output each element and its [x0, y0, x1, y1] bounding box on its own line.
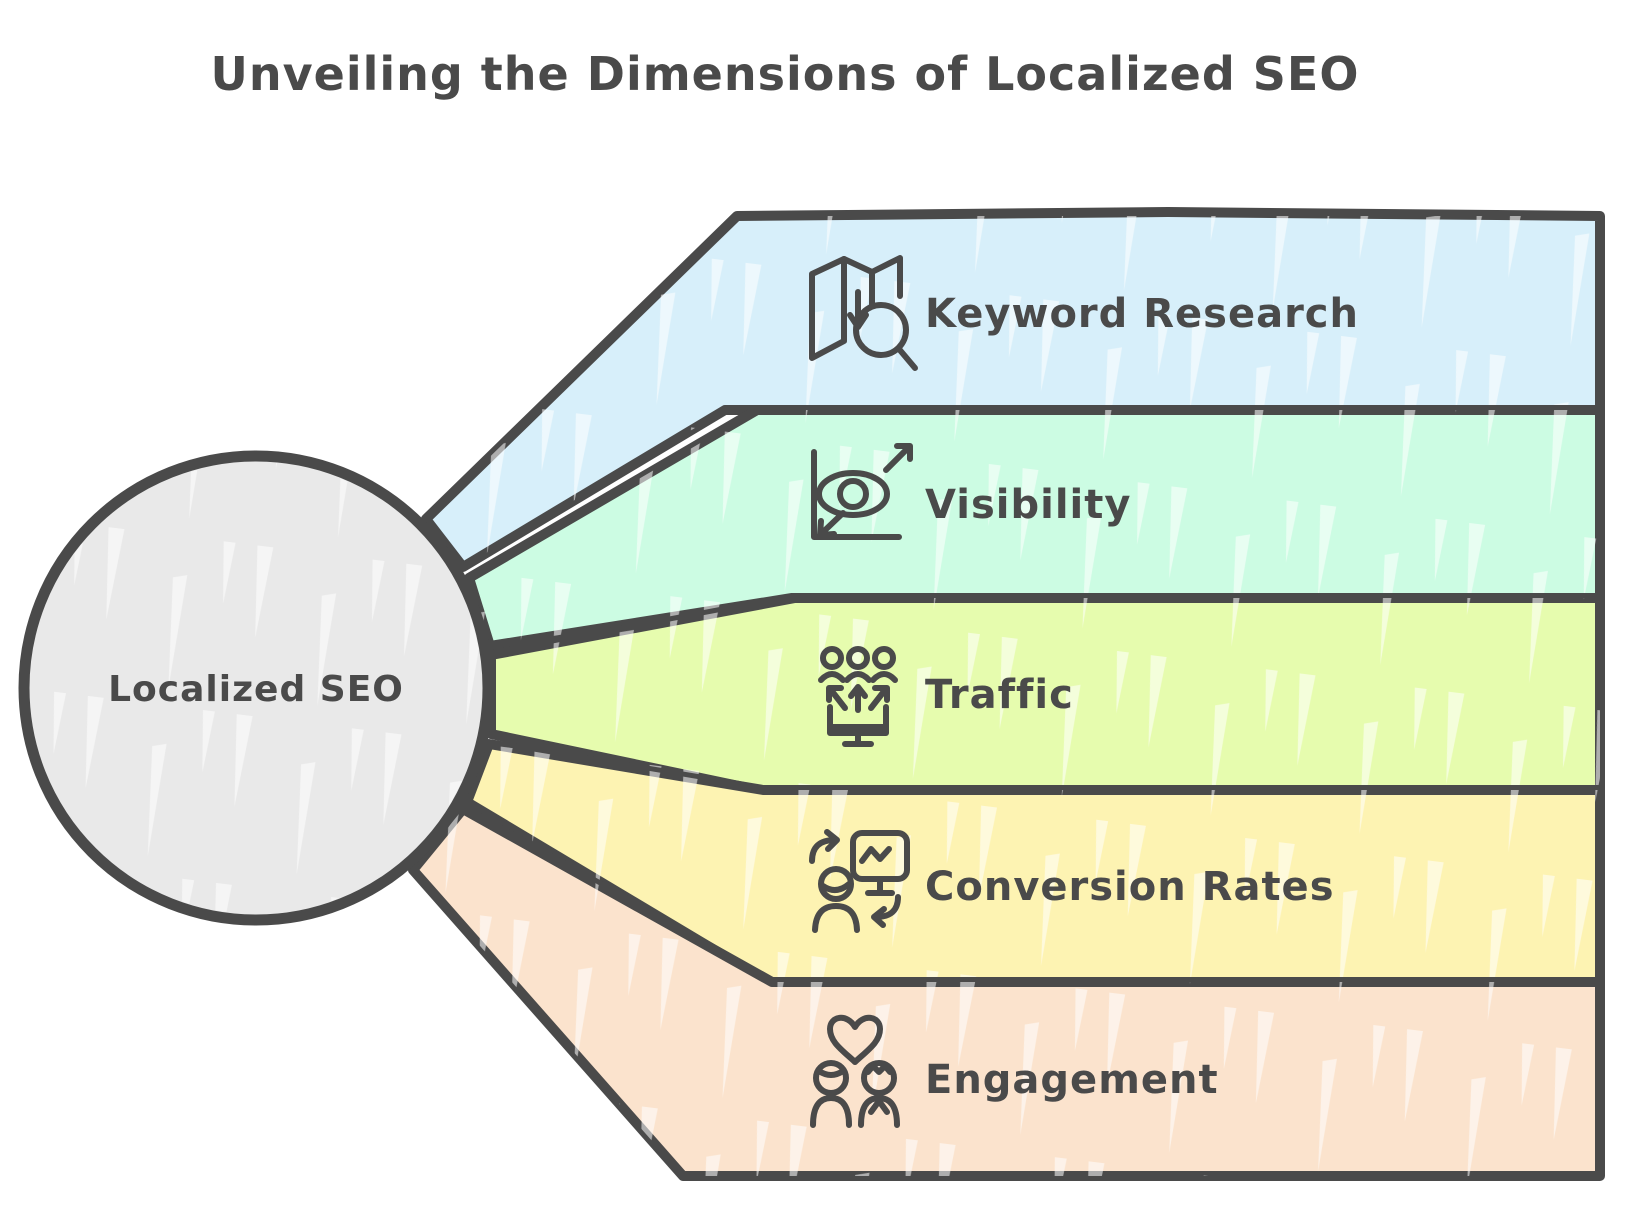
diagram-title: Unveiling the Dimensions of Localized SE…	[211, 47, 1360, 101]
center-label: Localized SEO	[108, 669, 404, 710]
people-heart-icon	[810, 1014, 900, 1128]
eye-growth-icon	[811, 443, 913, 540]
band-label: Engagement	[925, 1057, 1219, 1103]
band-label: Conversion Rates	[925, 864, 1335, 910]
band-label: Traffic	[925, 672, 1074, 718]
map-search-icon	[809, 255, 918, 371]
band-traffic: Traffic	[486, 593, 1605, 795]
center-node: Localized SEO	[18, 450, 494, 926]
diagram-root: Unveiling the Dimensions of Localized SE…	[18, 47, 1605, 1181]
band-label: Keyword Research	[925, 291, 1359, 337]
band-label: Visibility	[925, 482, 1131, 528]
